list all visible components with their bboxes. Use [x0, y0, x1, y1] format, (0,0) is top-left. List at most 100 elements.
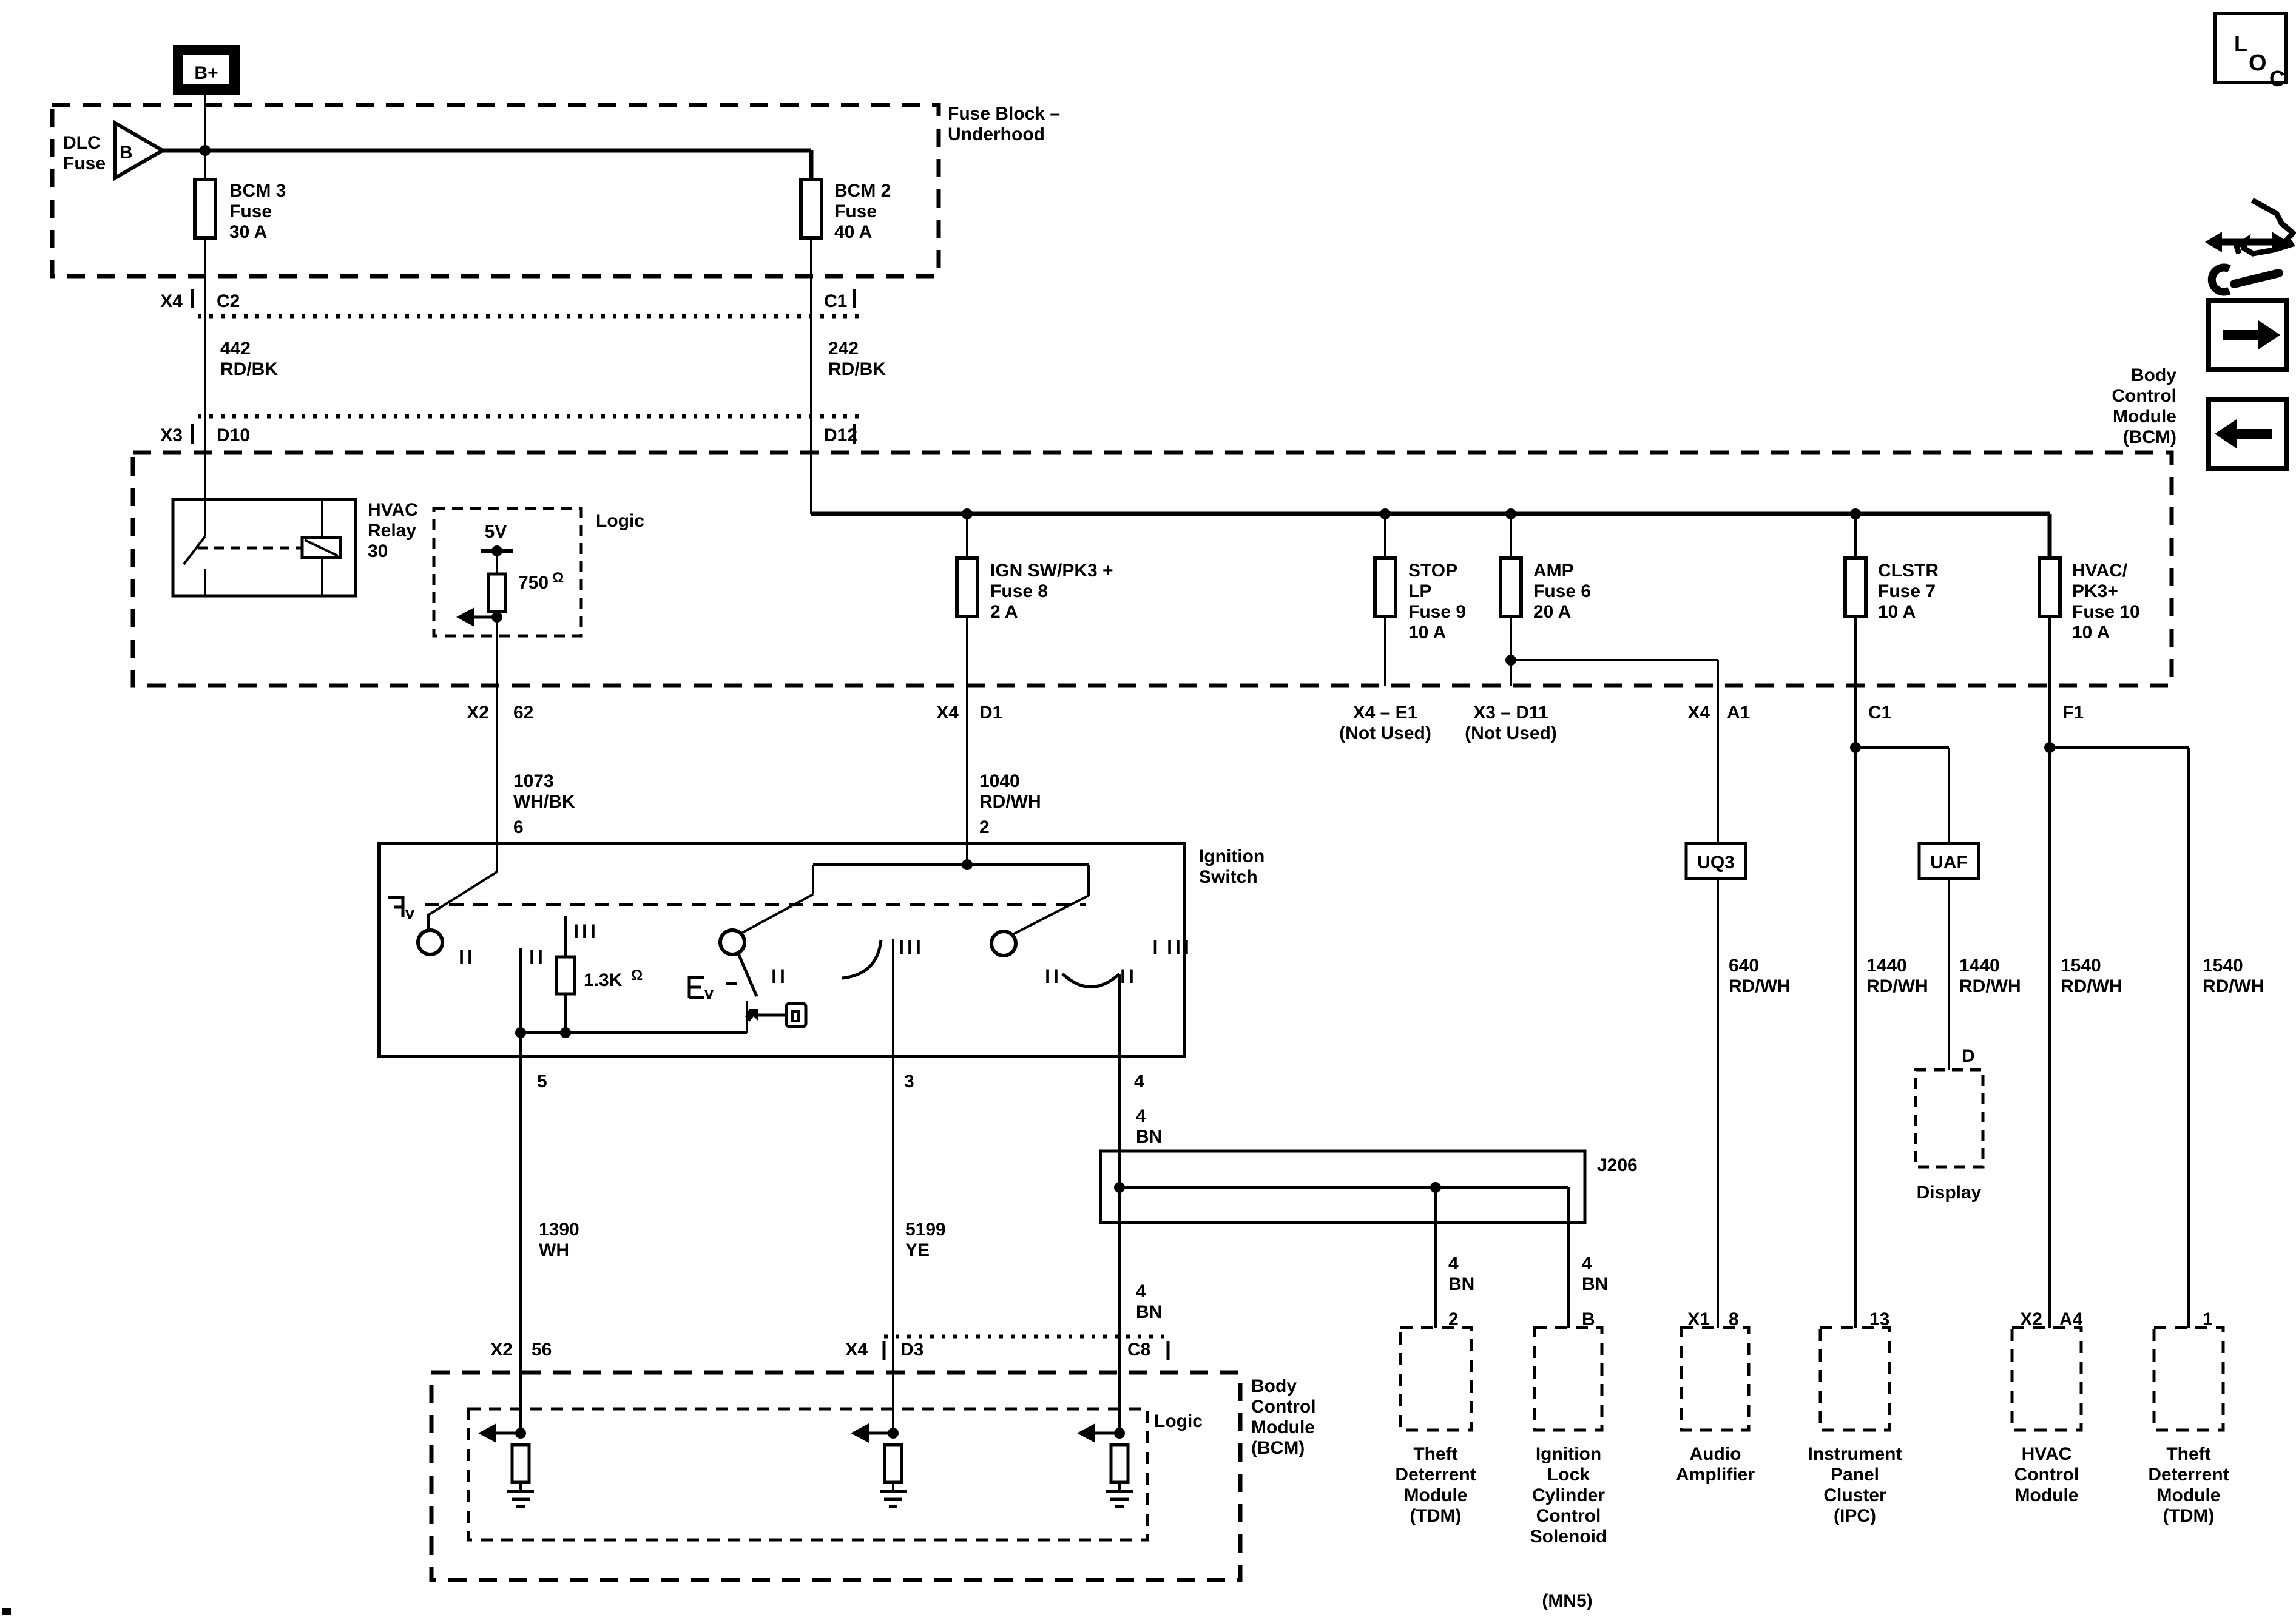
tdm-right-label-line4: (TDM)	[2163, 1506, 2215, 1526]
bcm-ground-driver-2	[851, 1423, 907, 1508]
hvac-relay-line2: Relay	[368, 521, 416, 541]
hvac-fuse10-line3: Fuse 10	[2072, 602, 2140, 622]
solenoid-label-line1: Ignition	[1536, 1444, 1601, 1464]
wire-4bn-c-circuit: 4	[1136, 1281, 1146, 1301]
wire-4bn-b-circuit: 4	[1582, 1254, 1592, 1274]
bcm3-fuse-line3: 30 A	[229, 222, 267, 242]
wire-4bn-top-color: BN	[1136, 1127, 1162, 1147]
ignition-lock-solenoid-box	[1533, 1326, 1604, 1432]
wire-1540b-circuit: 1540	[2203, 956, 2243, 976]
audio-amplifier-box	[1680, 1326, 1751, 1432]
uaf-option-label: UAF	[1930, 852, 1968, 873]
hvac-fuse10-line2: PK3+	[2072, 581, 2118, 601]
solenoid-label-line5: Solenoid	[1530, 1527, 1607, 1547]
next-page-button[interactable]	[2206, 298, 2289, 372]
hvac-fuse10-line1: HVAC/	[2072, 561, 2128, 581]
bcm3-fuse-line1: BCM 3	[229, 181, 286, 201]
hvac-control-module-box	[2010, 1326, 2083, 1432]
bcm-output-wires	[966, 616, 2190, 1328]
pin-amp-8: 8	[1729, 1309, 1739, 1329]
wire-4bn-a-circuit: 4	[1448, 1254, 1459, 1274]
bcm-bottom-title-line3: Module	[1251, 1417, 1315, 1437]
position-marker-3-iii-a: I	[1153, 936, 1158, 958]
conn-c8-pin: C8	[1127, 1340, 1150, 1360]
bcm2-fuse-line1: BCM 2	[834, 181, 891, 201]
bcm-internal-bus	[200, 145, 2052, 558]
wire-640-circuit: 640	[1729, 956, 1759, 976]
ign-fuse8-line1: IGN SW/PK3 +	[990, 561, 1113, 581]
ipc-label-line4: (IPC)	[1834, 1506, 1876, 1526]
tdm-left-label-line2: Deterrent	[1395, 1465, 1476, 1485]
j206-junction-block	[1099, 1149, 1587, 1328]
diagnostic-tools-icon[interactable]	[2205, 198, 2296, 296]
r750-value: 750	[518, 573, 549, 593]
ign-pin5: 5	[537, 1072, 547, 1092]
solenoid-label-line2: Lock	[1547, 1465, 1590, 1485]
back-page-button[interactable]	[2206, 397, 2289, 471]
conn-c1-label: C1	[824, 291, 847, 311]
ignition-switch-internals	[388, 843, 1121, 1433]
pin-hvac-x2: X2	[2020, 1309, 2042, 1329]
bcm-title-line2: Control	[2112, 386, 2176, 406]
conn-c2-label: C2	[217, 291, 240, 311]
position-marker-2-ii: II	[771, 965, 788, 987]
ign-pin2: 2	[979, 817, 990, 837]
wire-4bn-top-circuit: 4	[1136, 1106, 1146, 1126]
position-marker-3-iii-b: III	[1167, 936, 1192, 958]
stop-lp-fuse9-symbol	[1373, 556, 1397, 618]
ipc-label-line3: Cluster	[1823, 1485, 1886, 1505]
display-box	[1914, 1068, 1985, 1169]
solenoid-label-line4: Control	[1536, 1506, 1601, 1526]
wire-640-color: RD/WH	[1729, 976, 1791, 996]
display-label: Display	[1917, 1183, 1982, 1203]
wire-1073-color: WH/BK	[513, 792, 575, 812]
amp-fuse6-line3: 20 A	[1533, 602, 1571, 622]
r1300-value: 1.3K	[584, 970, 623, 990]
bcm-logic-driver	[432, 507, 583, 843]
power-feed-wires	[163, 95, 814, 514]
bcm3-fuse-line2: Fuse	[229, 201, 272, 221]
hvac-cm-label-line3: Module	[2015, 1485, 2079, 1505]
clstr-fuse7-line1: CLSTR	[1878, 561, 1939, 581]
hvac-relay-symbol	[171, 498, 357, 598]
bcm-ground-driver-3	[1077, 1423, 1133, 1508]
hvac-cm-label-line2: Control	[2014, 1465, 2079, 1485]
audio-amp-label-line1: Audio	[1690, 1444, 1741, 1464]
loc-button[interactable]	[2213, 12, 2288, 84]
acc-symbol-v2: v	[704, 984, 714, 1002]
stop-fuse9-line2: LP	[1408, 581, 1431, 601]
fuse-block-title-line1: Fuse Block –	[948, 104, 1060, 124]
ign-pin3: 3	[904, 1072, 914, 1092]
hvac-relay-line1: HVAC	[368, 500, 418, 520]
ipc-box	[1818, 1326, 1891, 1432]
wire-4bn-a-color: BN	[1448, 1274, 1474, 1294]
bcm-bottom-title-line1: Body	[1251, 1376, 1297, 1396]
wire-1390-circuit: 1390	[539, 1220, 579, 1240]
conn-x4-d1-shell: X4	[936, 703, 959, 723]
tdm-right-box	[2152, 1326, 2225, 1432]
conn-c1-out-pin: C1	[1868, 703, 1891, 723]
tdm-left-label-line1: Theft	[1413, 1444, 1457, 1464]
conn-x4-label: X4	[160, 291, 183, 311]
connector-row-x4-c2-c1	[191, 289, 862, 319]
solenoid-label-line3: Cylinder	[1532, 1485, 1605, 1505]
ipc-label-line1: Instrument	[1808, 1444, 1902, 1464]
acc-symbol-v1: v	[405, 904, 414, 922]
hvac-pk3-fuse10-symbol	[2038, 556, 2062, 618]
position-marker-2-iii: III	[899, 936, 924, 958]
not-used-d11-line1: X3 – D11	[1473, 703, 1548, 723]
r750-ohm: Ω	[552, 570, 564, 586]
conn-x2-62-pin: 62	[513, 703, 533, 723]
ign-fuse8-line2: Fuse 8	[990, 581, 1048, 601]
hvac-fuse10-line4: 10 A	[2072, 623, 2110, 643]
ign-pin4: 4	[1134, 1072, 1144, 1092]
amp-fuse6-line2: Fuse 6	[1533, 581, 1591, 601]
clstr-fuse7-line2: Fuse 7	[1878, 581, 1936, 601]
bcm3-fuse-symbol	[193, 178, 217, 240]
conn-f1-out-pin: F1	[2062, 703, 2084, 723]
dlc-fuse-label-line1: DLC	[63, 133, 101, 153]
r1300-ohm: Ω	[631, 967, 643, 984]
connector-row-x3-d10-d12	[191, 414, 862, 444]
